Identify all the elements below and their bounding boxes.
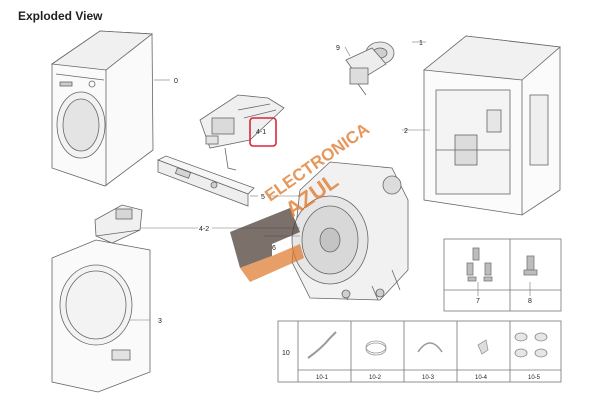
callout-7: 7 [476,298,480,305]
callout-6: 6 [272,245,276,252]
kit-label-10-2: 10-2 [369,375,382,381]
callout-0: 0 [174,78,178,85]
callout-5: 5 [261,194,265,201]
kit-label-10-3: 10-3 [422,375,435,381]
kit-label-10-5: 10-5 [528,375,541,381]
part-4-1-control-assembly [199,94,285,171]
part-10-kit-box [277,320,562,383]
callout-3: 3 [158,318,162,325]
watermark-logo [230,208,304,282]
kit-label-10-4: 10-4 [475,375,488,381]
callout-4-2: 4-2 [199,226,209,233]
part-washer-assembled [50,30,154,187]
callout-10: 10 [282,350,290,357]
callout-9: 9 [336,45,340,52]
kit-label-10-1: 10-1 [316,375,329,381]
part-9-dryer-module [345,41,395,96]
callout-1: 1 [419,40,423,47]
part-5-control-panel [157,155,255,207]
part-cabinet [422,35,561,216]
part-6-tub-drum [291,161,409,301]
callout-2: 2 [404,128,408,135]
part-4-2-detergent-drawer [94,204,143,244]
callout-8: 8 [528,298,532,305]
parts-7-8-box [443,238,562,312]
callout-4-1: 4-1 [256,129,266,136]
part-3-front-panel [51,239,151,393]
highlight-box-4-1 [249,117,277,147]
page-title: Exploded View [18,9,103,23]
